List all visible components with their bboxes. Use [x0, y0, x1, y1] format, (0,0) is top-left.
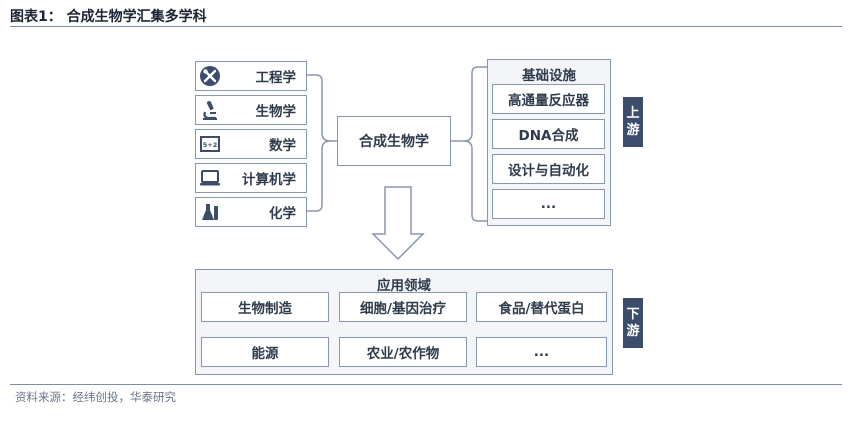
- title-rule: [10, 26, 842, 27]
- upstream-item: 设计与自动化: [492, 154, 605, 184]
- upstream-title: 基础设施: [522, 68, 576, 84]
- tools-icon: [200, 66, 220, 86]
- discipline-biology: 生物学: [195, 95, 307, 125]
- source-note: 资料来源：经纬创投，华泰研究: [15, 390, 176, 404]
- application-item: 能源: [201, 337, 329, 367]
- badge-char: 游: [626, 123, 640, 138]
- downstream-title: 应用领域: [377, 278, 431, 294]
- microscope-icon: [203, 100, 217, 120]
- left-brace-top: [307, 74, 337, 142]
- upstream-badge: 上 游: [623, 97, 643, 147]
- formula-board-icon: 5+2: [200, 136, 220, 152]
- application-item: 农业/农作物: [339, 337, 467, 367]
- discipline-engineering: 工程学: [195, 61, 307, 91]
- right-brace-bottom: [463, 140, 487, 222]
- upstream-item: ...: [492, 189, 605, 219]
- discipline-label: 化学: [269, 206, 296, 222]
- application-item: 生物制造: [201, 292, 329, 322]
- badge-char: 下: [626, 307, 640, 322]
- flask-icon: [202, 204, 218, 220]
- badge-char: 游: [626, 324, 640, 339]
- discipline-math: 5+2 数学: [195, 129, 307, 159]
- left-brace-bottom: [307, 140, 331, 212]
- application-item: 食品/替代蛋白: [476, 292, 607, 322]
- formula-text: 5+2: [203, 141, 218, 149]
- application-item: 细胞/基因治疗: [339, 292, 467, 322]
- discipline-computer: 计算机学: [195, 163, 307, 193]
- figure-title: 图表1： 合成生物学汇集多学科: [10, 9, 207, 25]
- synthetic-biology-box: 合成生物学: [337, 116, 451, 166]
- discipline-label: 工程学: [255, 70, 297, 86]
- laptop-icon: [200, 170, 220, 186]
- source-rule: [10, 384, 842, 385]
- application-item: ...: [476, 337, 607, 367]
- badge-char: 上: [626, 106, 640, 121]
- downstream-badge: 下 游: [623, 298, 643, 348]
- upstream-item: DNA合成: [492, 119, 605, 149]
- upstream-item: 高通量反应器: [492, 84, 605, 114]
- discipline-label: 数学: [269, 138, 296, 154]
- discipline-label: 计算机学: [242, 172, 296, 188]
- discipline-label: 生物学: [255, 104, 297, 120]
- down-arrow-icon: [371, 186, 425, 261]
- right-brace-top: [451, 66, 487, 142]
- discipline-chemistry: 化学: [195, 197, 307, 227]
